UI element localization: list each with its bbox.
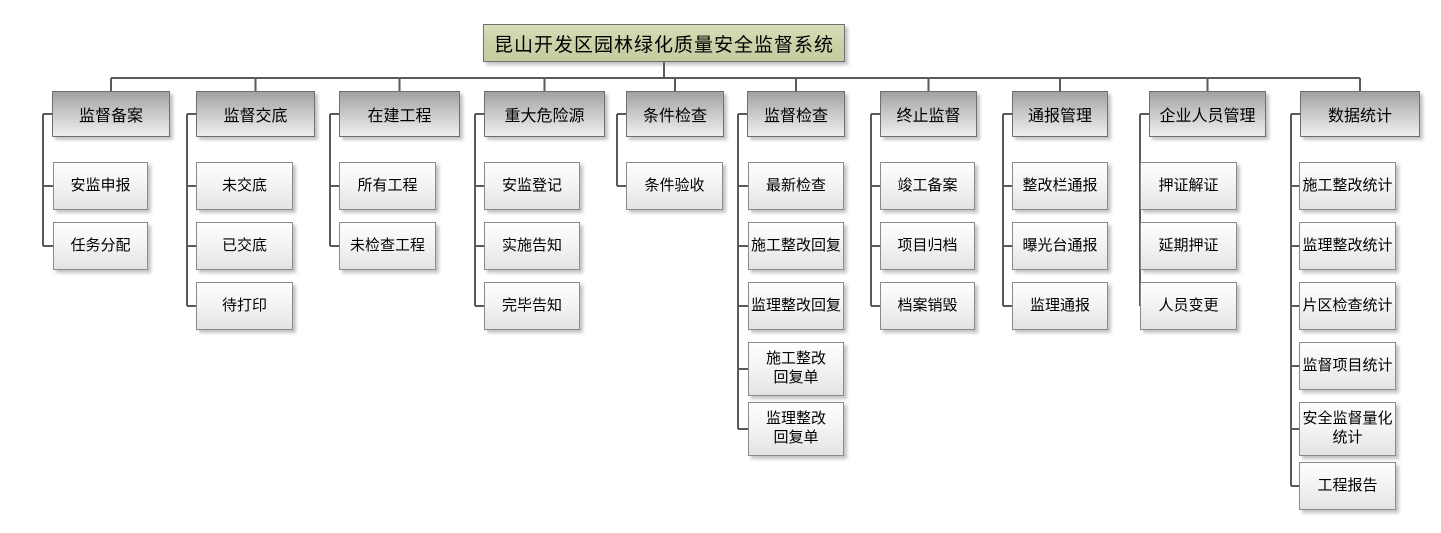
col10-child-6: 工程报告 (1299, 462, 1396, 510)
col2-child-3: 待打印 (196, 282, 293, 330)
column-header-3: 在建工程 (339, 91, 460, 137)
col2-child-2: 已交底 (196, 222, 293, 270)
col4-child-3: 完毕告知 (484, 282, 580, 330)
col7-child-3: 档案销毁 (880, 282, 975, 330)
col6-child-5: 监理整改 回复单 (748, 402, 844, 456)
col7-child-1: 竣工备案 (880, 162, 975, 210)
col6-child-3: 监理整改回复 (748, 282, 844, 330)
col5-child-1: 条件验收 (626, 162, 723, 210)
root-node: 昆山开发区园林绿化质量安全监督系统 (483, 24, 845, 62)
col2-child-1: 未交底 (196, 162, 293, 210)
col10-child-1: 施工整改统计 (1299, 162, 1396, 210)
column-header-7: 终止监督 (880, 91, 977, 137)
column-header-1: 监督备案 (52, 91, 170, 137)
col6-child-2: 施工整改回复 (748, 222, 844, 270)
col6-child-1: 最新检查 (748, 162, 844, 210)
col6-child-4: 施工整改 回复单 (748, 342, 844, 396)
column-header-8: 通报管理 (1012, 91, 1108, 137)
col1-child-1: 安监申报 (53, 162, 148, 210)
col4-child-2: 实施告知 (484, 222, 580, 270)
column-header-2: 监督交底 (196, 91, 315, 137)
column-header-9: 企业人员管理 (1149, 91, 1266, 137)
col3-child-1: 所有工程 (339, 162, 436, 210)
col9-child-1: 押证解证 (1140, 162, 1237, 210)
col7-child-2: 项目归档 (880, 222, 975, 270)
column-header-5: 条件检查 (626, 91, 724, 137)
column-header-6: 监督检查 (747, 91, 845, 137)
col8-child-1: 整改栏通报 (1012, 162, 1108, 210)
col8-child-3: 监理通报 (1012, 282, 1108, 330)
col8-child-2: 曝光台通报 (1012, 222, 1108, 270)
col9-child-3: 人员变更 (1140, 282, 1237, 330)
col10-child-3: 片区检查统计 (1299, 282, 1396, 330)
column-header-10: 数据统计 (1300, 91, 1420, 137)
col4-child-1: 安监登记 (484, 162, 580, 210)
col10-child-2: 监理整改统计 (1299, 222, 1396, 270)
col1-child-2: 任务分配 (53, 222, 148, 270)
col9-child-2: 延期押证 (1140, 222, 1237, 270)
column-header-4: 重大危险源 (484, 91, 605, 137)
col10-child-4: 监督项目统计 (1299, 342, 1396, 390)
col10-child-5: 安全监督量化 统计 (1299, 402, 1396, 456)
col3-child-2: 未检查工程 (339, 222, 436, 270)
